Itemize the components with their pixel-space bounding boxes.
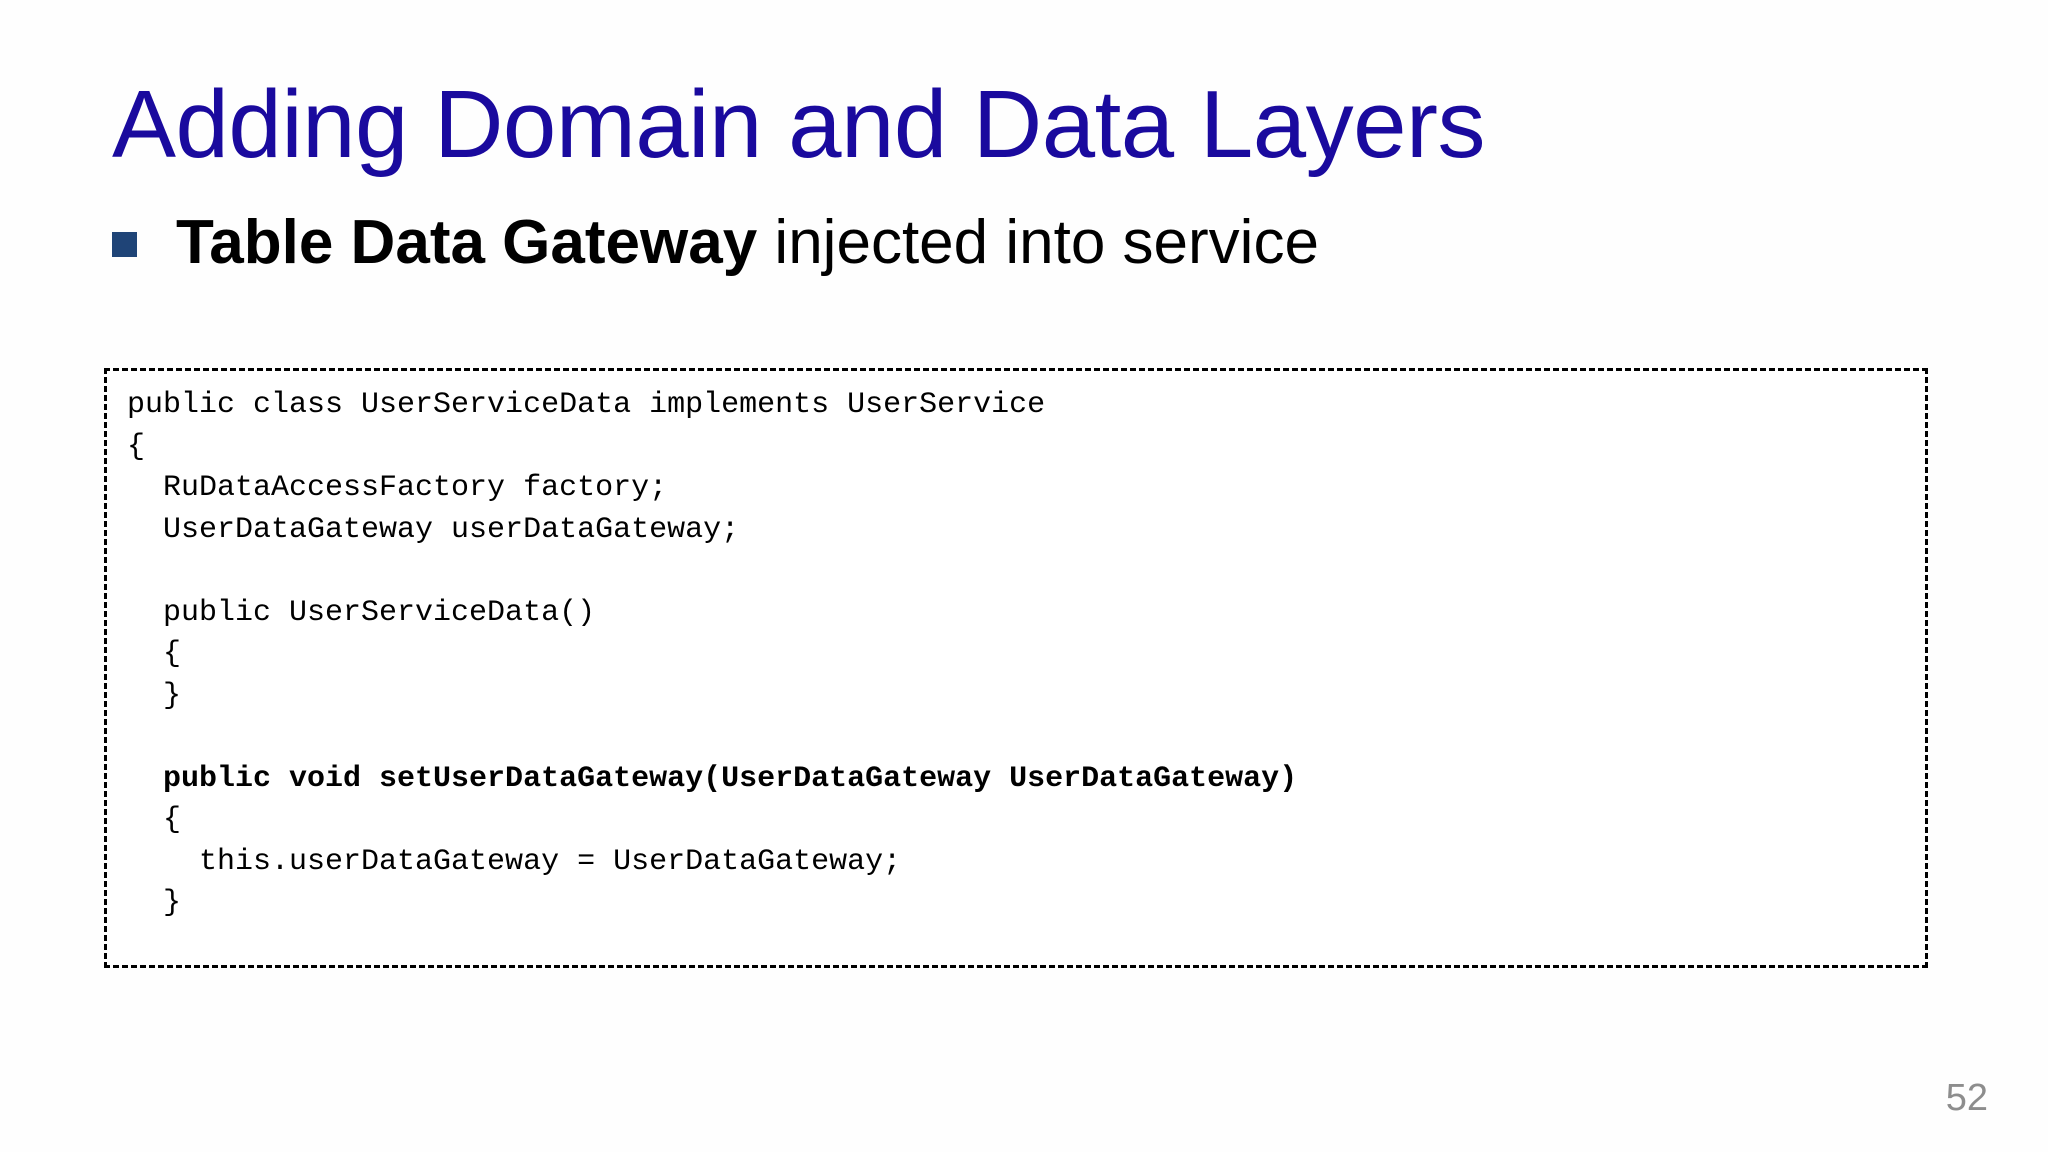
- code-line: {: [127, 637, 182, 671]
- page-title: Adding Domain and Data Layers: [112, 71, 1486, 179]
- code-line: public UserServiceData(): [127, 595, 596, 630]
- page-number: 52: [1945, 1077, 1988, 1119]
- code-line: public class UserServiceData implements …: [127, 388, 1046, 422]
- code-block-content: public class UserServiceData implements …: [107, 371, 1925, 925]
- bullet-item-label: Table Data Gateway injected into service: [176, 210, 1319, 275]
- bullet-emphasis-text: Table Data Gateway: [176, 208, 758, 277]
- code-line: public void setUserDataGateway(UserDataG…: [127, 761, 1298, 796]
- bullet-rest-text: injected into service: [757, 208, 1319, 277]
- code-line: UserDataGateway userDataGateway;: [127, 512, 740, 547]
- code-line: [127, 717, 1925, 759]
- code-line: [127, 551, 1925, 593]
- code-line: }: [127, 886, 182, 920]
- bullet-list-item: Table Data Gateway injected into service: [112, 210, 1942, 275]
- code-line: RuDataAccessFactory factory;: [127, 471, 668, 505]
- code-line: {: [127, 429, 146, 464]
- code-line: }: [127, 678, 182, 713]
- square-bullet-icon: [112, 232, 137, 258]
- code-line: {: [127, 803, 182, 837]
- code-block: public class UserServiceData implements …: [104, 368, 1928, 968]
- code-line: this.userDataGateway = UserDataGateway;: [127, 844, 902, 879]
